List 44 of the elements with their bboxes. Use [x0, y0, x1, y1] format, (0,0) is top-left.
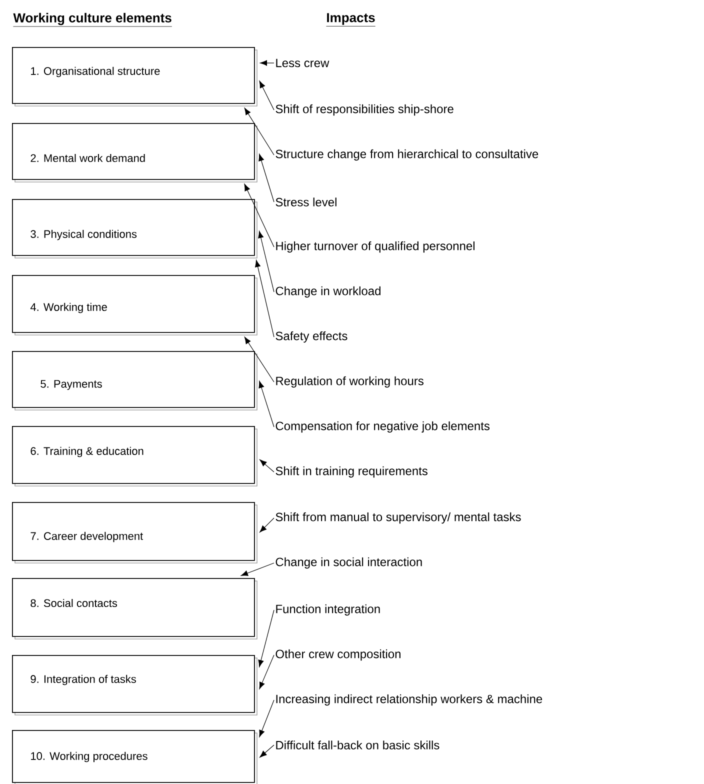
arrow	[240, 562, 274, 576]
impact-text: Higher turnover of qualified personnel	[276, 241, 474, 253]
arrow	[244, 108, 274, 156]
element-box: 8. Social contacts	[12, 578, 258, 640]
arrow	[258, 610, 274, 668]
element-box: 10. Working procedures	[12, 730, 258, 784]
impact-text: Change in social interaction	[276, 557, 422, 569]
impact-text: Shift from manual to supervisory/ mental tasks	[276, 512, 521, 524]
element-box: 3. Physical conditions	[12, 199, 258, 258]
arrow	[258, 230, 274, 292]
impact-text: Shift in training requirements	[276, 466, 428, 478]
arrow	[260, 460, 274, 472]
arrow	[255, 260, 274, 338]
impact-text: Less crew	[276, 58, 330, 68]
impact-text: Function integration	[276, 604, 380, 616]
element-box: 5. Payments	[12, 351, 258, 410]
impact-text: Shift of responsibilities ship-shore	[276, 104, 454, 116]
impact-text: Regulation of working hours	[276, 376, 424, 388]
impact-text: Stress level	[276, 198, 336, 206]
element-box: 6. Training & education	[12, 426, 258, 486]
impact-text: Safety effects	[276, 331, 348, 343]
impact-text: Compensation for negative job elements	[276, 421, 490, 433]
element-box: 4. Working time	[12, 275, 258, 336]
arrow	[259, 80, 274, 110]
impact-text: Other crew composition	[276, 649, 400, 661]
arrow	[259, 654, 274, 690]
arrow	[244, 336, 274, 382]
element-box: 9. Integration of tasks	[12, 655, 258, 716]
arrow	[258, 380, 274, 428]
arrow	[244, 184, 274, 248]
impact-text: Difficult fall-back on basic skills	[276, 740, 440, 750]
heading: Working culture elements	[13, 12, 172, 27]
arrow	[260, 744, 274, 758]
impact-text: Structure change from hierarchical to consultative	[276, 149, 538, 161]
arrow	[258, 154, 274, 202]
arrow	[260, 60, 274, 66]
impact-text: Change in workload	[276, 286, 380, 298]
heading: Impacts	[326, 13, 376, 26]
arrow	[259, 700, 274, 738]
element-box: 7. Career development	[12, 502, 258, 564]
impact-text: Increasing indirect relationship workers & machine	[276, 694, 542, 706]
arrow	[260, 518, 274, 532]
element-box: 1. Organisational structure	[12, 47, 258, 106]
element-box: 2. Mental work demand	[12, 123, 258, 182]
